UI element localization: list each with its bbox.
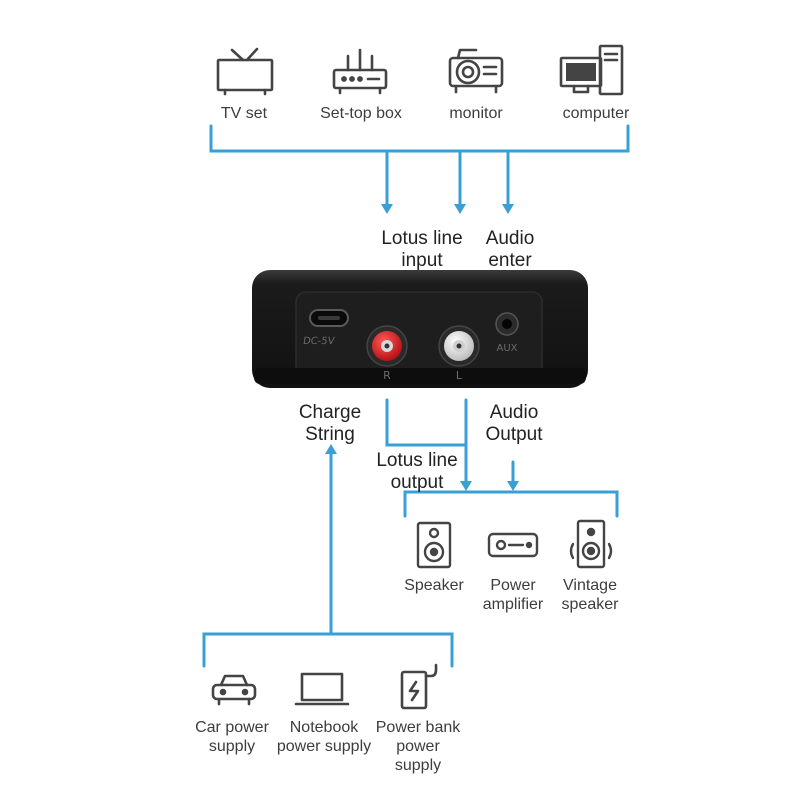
audio-enter-label: Audio enter xyxy=(470,228,550,272)
lotus-line-input-line1: Lotus line xyxy=(381,228,463,249)
power-label-notebook-line2: power supply xyxy=(276,738,372,755)
power-label-car-line2: supply xyxy=(208,738,256,755)
output-label-amplifier-line2: amplifier xyxy=(482,596,544,613)
bluetooth-receiver-device: DC-5V R L AUX xyxy=(252,270,588,388)
source-label-set-top-box: Set-top box xyxy=(320,105,402,122)
audio-output-line1: Audio xyxy=(489,402,539,423)
vintage-speaker-icon xyxy=(569,519,613,569)
output-label-speaker: Speaker xyxy=(394,576,474,595)
amplifier-icon xyxy=(487,532,539,558)
power-label-notebook: Notebook power supply xyxy=(268,718,380,756)
power-bank-icon xyxy=(400,663,438,710)
router-icon xyxy=(332,48,388,95)
port-label-l: L xyxy=(456,369,463,382)
source-label-computer: computer xyxy=(562,105,630,122)
port-label-aux: AUX xyxy=(496,343,517,354)
power-label-bank-line2: power xyxy=(396,738,440,755)
lotus-line-input-label: Lotus line input xyxy=(366,228,478,272)
power-label-car-line1: Car power xyxy=(195,719,269,736)
power-label-power-bank: Power bank power supply xyxy=(368,718,468,775)
power-label-car: Car power supply xyxy=(186,718,278,756)
source-label-tv: TV set xyxy=(220,105,268,122)
port-label-r: R xyxy=(383,369,391,382)
lotus-line-output-line2: output xyxy=(390,472,444,493)
output-label-amplifier-line1: Power xyxy=(490,577,536,594)
lotus-line-output-label: Lotus line output xyxy=(362,450,472,494)
output-label-vintage-line1: Vintage xyxy=(563,577,617,594)
lotus-line-output-line1: Lotus line xyxy=(376,450,458,471)
audio-enter-line2: enter xyxy=(488,250,532,271)
charge-string-line1: Charge xyxy=(298,402,362,423)
power-label-notebook-line1: Notebook xyxy=(289,719,359,736)
laptop-icon xyxy=(294,672,350,706)
speaker-icon xyxy=(416,521,452,569)
car-icon xyxy=(211,674,257,706)
tv-icon xyxy=(216,47,274,96)
power-label-bank-line3: supply xyxy=(394,757,442,774)
output-label-vintage-line2: speaker xyxy=(561,596,619,613)
lotus-line-input-line2: input xyxy=(401,250,443,271)
output-label-vintage-speaker: Vintage speaker xyxy=(552,576,628,614)
audio-output-label: Audio Output xyxy=(474,402,554,446)
power-label-bank-line1: Power bank xyxy=(375,719,461,736)
charge-string-label: Charge String xyxy=(286,402,374,446)
output-label-speaker-line1: Speaker xyxy=(404,577,464,594)
audio-output-line2: Output xyxy=(485,424,543,445)
projector-icon xyxy=(448,48,504,94)
output-label-amplifier: Power amplifier xyxy=(472,576,554,614)
computer-icon xyxy=(559,44,624,96)
source-label-monitor: monitor xyxy=(449,105,503,122)
audio-enter-line1: Audio xyxy=(485,228,535,249)
charge-string-line2: String xyxy=(305,424,355,445)
port-label-dc: DC-5V xyxy=(302,336,335,347)
